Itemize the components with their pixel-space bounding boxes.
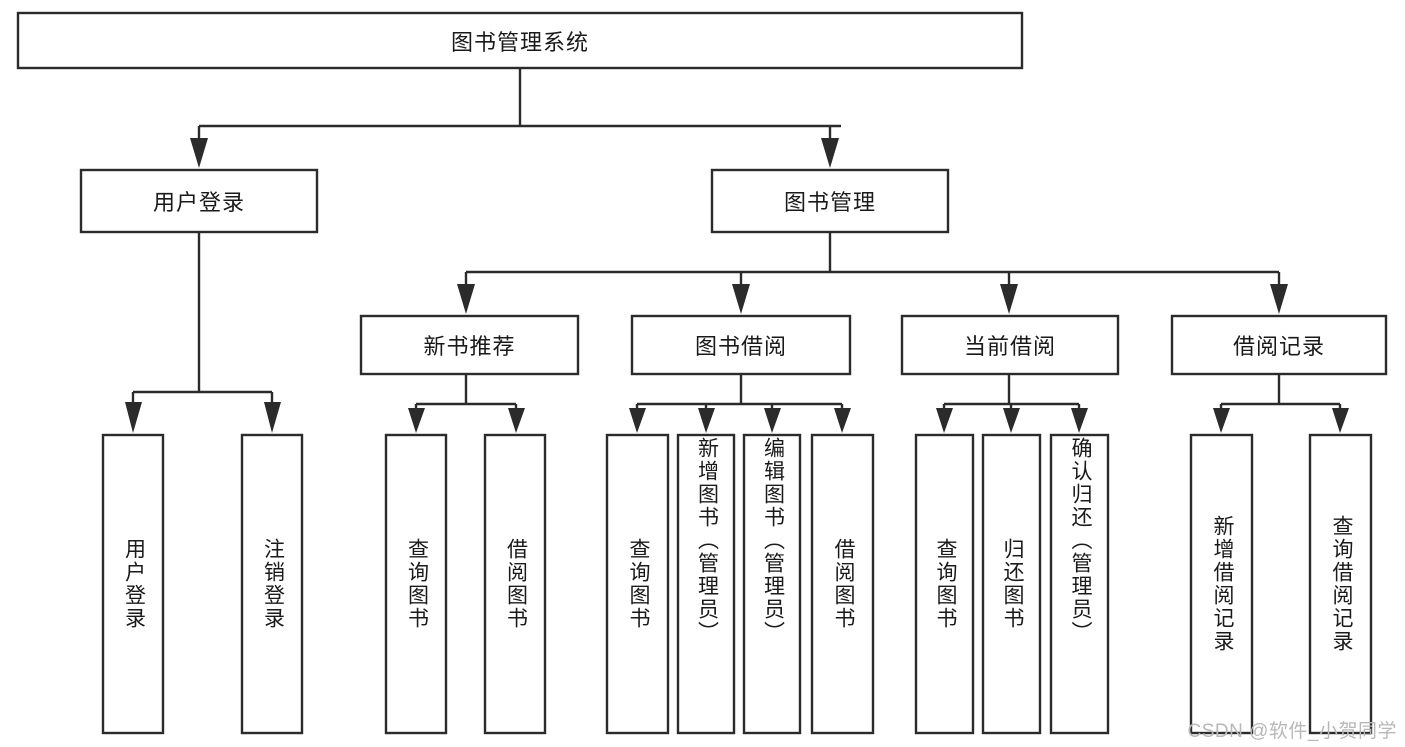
- connector-group-current-borrow: [936, 374, 1088, 433]
- leaf-box-add-borrow-record[interactable]: [1189, 433, 1254, 735]
- leaf-box-query-book-1[interactable]: [384, 433, 448, 735]
- arrowhead-to-book-mgmt: [821, 138, 839, 168]
- arrowhead-leaf-query-book-1: [408, 408, 425, 433]
- leaf-box-borrow-book-1[interactable]: [483, 433, 547, 735]
- connector-group-user-login: [125, 232, 281, 433]
- arrowhead-leaf-borrow-book-1: [508, 408, 525, 433]
- arrowhead-to-current-borrow: [1000, 284, 1018, 314]
- arrowhead-leaf-add-book: [698, 408, 715, 433]
- connector-group-book-borrow: [629, 374, 851, 433]
- connector-group-book-mgmt: [457, 232, 1288, 314]
- leaf-box-edit-book-admin[interactable]: [742, 433, 802, 735]
- node-box-new-book-recommend[interactable]: [359, 314, 580, 376]
- arrowhead-leaf-user-login: [125, 402, 142, 433]
- leaf-box-query-book-2[interactable]: [605, 433, 670, 735]
- csdn-watermark: CSDN @软件_小贺同学: [1187, 721, 1397, 742]
- leaf-box-user-login[interactable]: [101, 433, 165, 735]
- arrowhead-leaf-query-record: [1332, 408, 1349, 433]
- arrowhead-leaf-return-book: [1003, 408, 1020, 433]
- connector-group-root: [190, 68, 841, 168]
- node-box-root[interactable]: [16, 11, 1024, 70]
- arrowhead-leaf-add-record: [1213, 408, 1230, 433]
- arrowhead-leaf-logout: [264, 402, 281, 433]
- arrowhead-leaf-query-book-2: [629, 408, 646, 433]
- leaf-box-confirm-return-admin[interactable]: [1049, 433, 1110, 735]
- connector-group-new-book-rec: [408, 374, 525, 433]
- arrowhead-to-book-borrow: [732, 284, 750, 314]
- connector-group-borrow-record: [1213, 374, 1349, 433]
- node-box-current-borrow[interactable]: [900, 314, 1120, 376]
- arrowhead-leaf-query-book-3: [936, 408, 953, 433]
- leaf-box-return-book[interactable]: [981, 433, 1042, 735]
- node-box-book-management[interactable]: [710, 168, 950, 234]
- leaf-box-query-book-3[interactable]: [914, 433, 975, 735]
- arrowhead-leaf-edit-book: [764, 408, 781, 433]
- node-box-borrow-record[interactable]: [1170, 314, 1388, 376]
- node-box-user-login[interactable]: [79, 168, 319, 234]
- leaf-box-add-book-admin[interactable]: [676, 433, 736, 735]
- arrowhead-to-new-book-rec: [457, 284, 475, 314]
- leaf-box-borrow-book-2[interactable]: [810, 433, 875, 735]
- arrowhead-leaf-confirm-return: [1071, 408, 1088, 433]
- leaf-box-query-borrow-record[interactable]: [1308, 433, 1373, 735]
- leaf-box-logout[interactable]: [240, 433, 304, 735]
- arrowhead-to-borrow-record: [1270, 284, 1288, 314]
- arrowhead-to-user-login: [190, 138, 208, 168]
- node-box-book-borrow[interactable]: [630, 314, 852, 376]
- arrowhead-leaf-borrow-book-2: [834, 408, 851, 433]
